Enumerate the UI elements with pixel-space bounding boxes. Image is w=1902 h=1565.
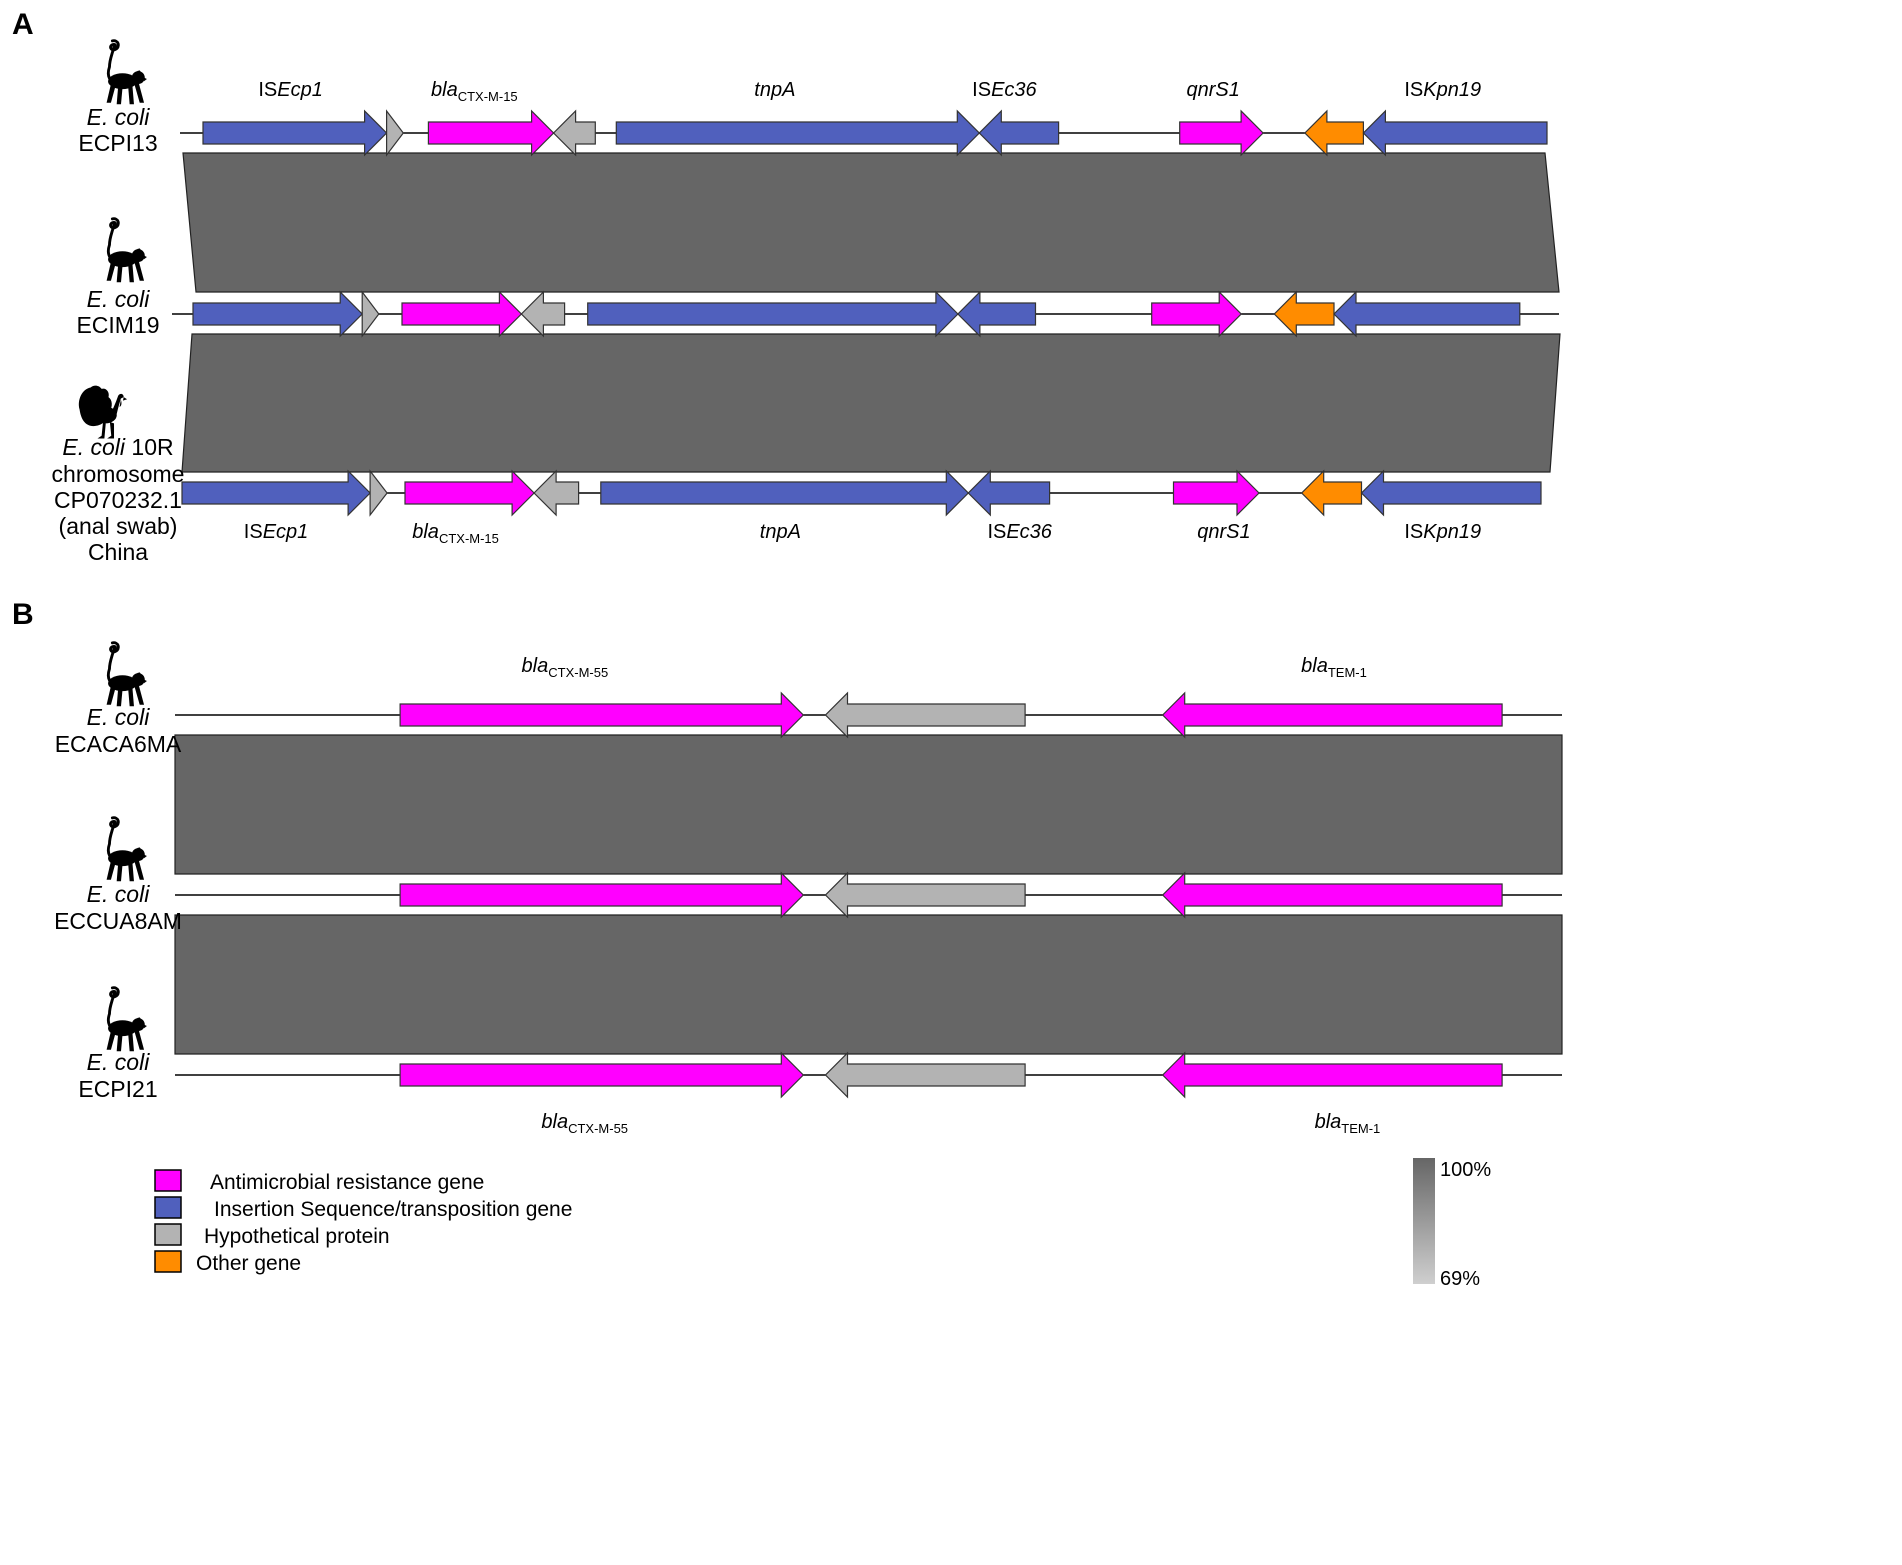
gene-label: ISKpn19 [1404, 79, 1481, 101]
gene-arrow-is [978, 109, 1060, 157]
legend-label: Hypothetical protein [204, 1225, 390, 1248]
gene-label: blaCTX-M-55 [541, 1111, 628, 1136]
gene-arrow-is [1333, 290, 1521, 338]
panel-letter: B [12, 598, 34, 631]
gene-arrow-is [192, 290, 364, 338]
monkey-icon [104, 641, 149, 708]
strain-name: ECIM19 [76, 312, 159, 338]
gene-label: qnrS1 [1186, 79, 1239, 101]
gene-arrow-hyp [361, 290, 380, 338]
strain-name: ECCUA8AM [54, 908, 182, 934]
gene-arrow-hyp [533, 469, 580, 517]
gene-arrow-is [600, 469, 970, 517]
strain-species: E. coli [87, 881, 151, 907]
identity-scale-bar [1413, 1158, 1435, 1284]
scale-max-label: 100% [1440, 1159, 1491, 1181]
gene-arrow-other [1300, 469, 1363, 517]
gene-arrow-amr [1179, 109, 1264, 157]
strain-name: ECPI13 [78, 130, 157, 156]
gene-arrow-amr [1172, 469, 1260, 517]
strain-name-line: (anal swab) [59, 513, 178, 539]
gene-arrow-amr [1161, 871, 1503, 919]
gene-arrow-amr [404, 469, 535, 517]
legend-label: Insertion Sequence/transposition gene [214, 1198, 572, 1221]
strain-species: E. coli [87, 1049, 151, 1075]
strain-species: E. coli [87, 104, 151, 130]
gene-arrow-hyp [824, 1051, 1026, 1099]
gene-label: tnpA [754, 79, 795, 101]
legend-label: Antimicrobial resistance gene [210, 1171, 484, 1194]
gene-arrow-amr [399, 1051, 805, 1099]
monkey-icon [104, 217, 149, 284]
gene-label: qnrS1 [1197, 521, 1250, 543]
monkey-icon [104, 39, 149, 106]
identity-block [174, 914, 1563, 1055]
monkey-icon [104, 816, 149, 883]
gene-arrow-is [587, 290, 959, 338]
gene-arrow-amr [401, 290, 523, 338]
gene-arrow-is [615, 109, 981, 157]
gene-arrow-hyp [520, 290, 566, 338]
strain-name-line: chromosome [52, 461, 185, 487]
gene-arrow-hyp [386, 109, 405, 157]
gene-arrow-amr [399, 871, 805, 919]
scale-min-label: 69% [1440, 1268, 1480, 1290]
gene-label: tnpA [760, 521, 801, 543]
identity-block [174, 734, 1563, 875]
gene-arrow-is [967, 469, 1051, 517]
strain-species: E. coli [87, 704, 151, 730]
legend-swatch-amr [154, 1169, 182, 1192]
gene-arrow-other [1273, 290, 1335, 338]
gene-arrow-hyp [824, 691, 1026, 739]
gene-arrow-hyp [824, 871, 1026, 919]
identity-block [181, 333, 1561, 473]
gene-label: ISEcp1 [258, 79, 323, 101]
panel-letter: A [12, 8, 34, 41]
gene-label: ISEc36 [972, 79, 1037, 101]
strain-species: E. coli [87, 286, 151, 312]
gene-arrow-hyp [369, 469, 388, 517]
gene-arrow-is [957, 290, 1037, 338]
gene-arrow-is [1362, 109, 1548, 157]
gene-arrow-is [181, 469, 371, 517]
gene-arrow-amr [1151, 290, 1243, 338]
gene-arrow-hyp [552, 109, 596, 157]
gene-label: blaCTX-M-55 [522, 655, 609, 680]
gene-label: blaCTX-M-15 [431, 79, 518, 104]
legend-swatch-hyp [154, 1223, 182, 1246]
gene-arrow-is [1360, 469, 1542, 517]
monkey-icon [104, 986, 149, 1053]
gene-arrow-is [202, 109, 388, 157]
strain-name: ECACA6MA [55, 731, 182, 757]
gene-label: blaTEM-1 [1301, 655, 1367, 680]
gene-label: ISKpn19 [1404, 521, 1481, 543]
gene-arrow-amr [399, 691, 805, 739]
strain-name: E. coli 10R [62, 434, 173, 460]
gene-label: blaTEM-1 [1315, 1111, 1381, 1136]
gene-arrow-other [1304, 109, 1365, 157]
gene-arrow-amr [1161, 1051, 1503, 1099]
gene-arrow-amr [1161, 691, 1503, 739]
strain-name-line: China [88, 539, 148, 565]
gene-label: ISEc36 [987, 521, 1052, 543]
legend-label: Other gene [196, 1252, 301, 1275]
gene-label: ISEcp1 [244, 521, 309, 543]
gene-label: blaCTX-M-15 [412, 521, 499, 546]
legend-swatch-other [154, 1250, 182, 1273]
strain-name: ECPI21 [78, 1076, 157, 1102]
legend-swatch-is [154, 1196, 182, 1219]
turkey-icon [78, 385, 128, 439]
gene-arrow-amr [427, 109, 555, 157]
identity-block [182, 152, 1560, 293]
strain-name-line: CP070232.1 [54, 487, 182, 513]
